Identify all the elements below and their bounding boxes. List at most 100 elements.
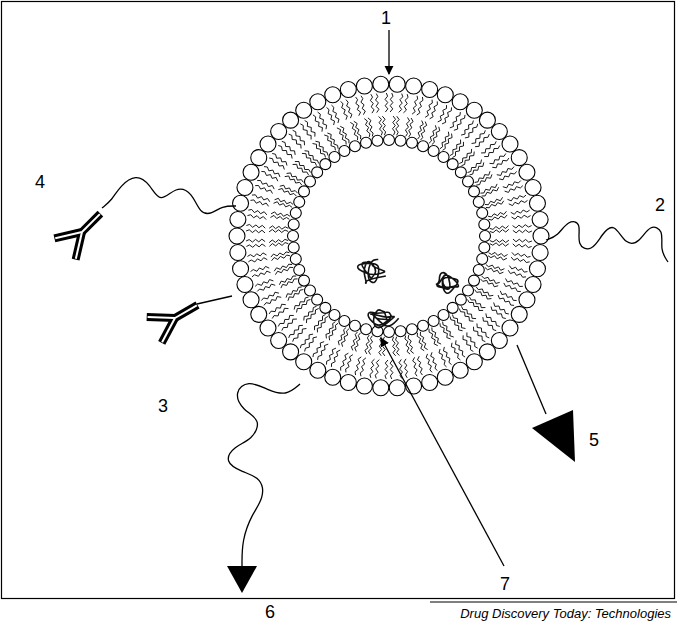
lipid-tail <box>439 349 447 367</box>
lipid-head <box>237 277 253 293</box>
lipid-head <box>361 324 372 335</box>
lipid-tail <box>287 173 304 183</box>
lipid-head <box>406 324 417 335</box>
lipid-tail <box>289 325 303 338</box>
lipid-head <box>349 320 360 331</box>
lipid-tail <box>305 337 317 352</box>
lipid-tail <box>261 171 277 181</box>
lipid-head <box>237 179 253 195</box>
lipid-tail <box>513 239 532 242</box>
lipid-head <box>455 167 466 178</box>
lipid-tail <box>442 107 451 124</box>
lipid-head <box>290 208 301 219</box>
lipid-head <box>304 176 315 187</box>
surface-ligands <box>54 178 668 566</box>
lipid-head <box>395 135 406 146</box>
lipid-tail <box>473 327 485 342</box>
lipid-tail <box>305 151 319 164</box>
lipid-tail <box>412 96 418 114</box>
lipid-head <box>243 292 259 308</box>
lipid-tail <box>490 153 506 163</box>
lipid-bilayer <box>229 76 549 396</box>
lipid-tail <box>385 360 388 379</box>
lipid-tail <box>403 94 408 113</box>
lipid-head <box>251 306 267 322</box>
lipid-tail <box>443 134 453 151</box>
lipid-head <box>361 137 372 148</box>
lipid-tail <box>271 252 290 257</box>
polymer-chain <box>228 384 300 566</box>
lipid-tail <box>465 124 478 138</box>
lipid-tail <box>264 297 281 306</box>
lipid-tail <box>490 243 509 246</box>
callout-number: 3 <box>158 397 168 415</box>
lipid-head <box>479 219 490 230</box>
lipid-tail <box>315 141 328 155</box>
lipid-tail <box>274 264 292 271</box>
lipid-tail <box>486 201 504 208</box>
callout-number: 6 <box>265 603 275 621</box>
lipid-tail <box>246 244 265 247</box>
lipid-tail <box>304 306 317 320</box>
callout-number: 4 <box>35 173 45 191</box>
lipid-head <box>298 275 309 286</box>
lipid-tail <box>393 116 396 135</box>
lipid-tail <box>247 253 266 257</box>
antibody-outline <box>82 214 100 232</box>
lipid-tail <box>429 125 436 143</box>
lipid-head <box>469 186 480 197</box>
lipid-tail <box>346 355 353 373</box>
lipid-head <box>304 285 315 296</box>
lipid-tail <box>279 276 296 285</box>
lipid-head <box>290 253 301 264</box>
lipid-tail <box>255 280 273 287</box>
lipid-head <box>455 294 466 305</box>
lipid-head <box>452 362 468 378</box>
drug-molecule <box>358 260 386 284</box>
lipid-tail <box>338 327 346 345</box>
lipid-tail <box>351 332 357 350</box>
lipid-tail <box>318 344 329 360</box>
lipid-tail <box>507 195 526 201</box>
lipid-head <box>532 212 548 228</box>
lipid-tail <box>246 224 265 228</box>
lipid-head <box>260 136 276 152</box>
lipid-head <box>340 374 356 390</box>
lipid-tail <box>285 176 302 185</box>
lipid-tail <box>490 226 509 230</box>
antibody <box>147 292 205 343</box>
lipid-head <box>233 261 249 277</box>
lipid-head <box>447 302 458 313</box>
lipid-tail <box>492 158 509 168</box>
lipid-tail <box>396 337 400 356</box>
lipid-head <box>525 179 541 195</box>
antibody-outline <box>175 305 198 318</box>
lipid-tail <box>491 306 506 318</box>
lipid-tail <box>356 97 361 116</box>
lipid-tail <box>313 342 324 357</box>
lipid-tail <box>248 209 266 214</box>
lipid-head <box>384 327 395 338</box>
lipid-tail <box>461 121 473 136</box>
lipid-head <box>502 136 518 152</box>
lipid-tail <box>499 171 517 179</box>
caption-rule <box>430 602 677 603</box>
lipid-head <box>447 159 458 170</box>
lipid-tail <box>409 118 413 137</box>
lipid-tail <box>246 230 265 233</box>
lipid-tail <box>453 142 464 158</box>
lipid-head <box>463 176 474 187</box>
callout-number: 1 <box>381 9 391 27</box>
lipid-tail <box>404 359 408 378</box>
lipid-head <box>340 82 356 98</box>
lipid-tail <box>505 186 523 193</box>
lipid-head <box>511 306 527 322</box>
lipid-tail <box>269 158 284 169</box>
lipid-tail <box>494 303 509 314</box>
lipid-tail <box>482 187 499 196</box>
lipid-tail <box>282 141 295 155</box>
lipid-tail <box>278 315 294 326</box>
leader-arrow <box>381 338 504 566</box>
lipid-tail <box>269 229 288 232</box>
lipid-tail <box>294 297 308 310</box>
